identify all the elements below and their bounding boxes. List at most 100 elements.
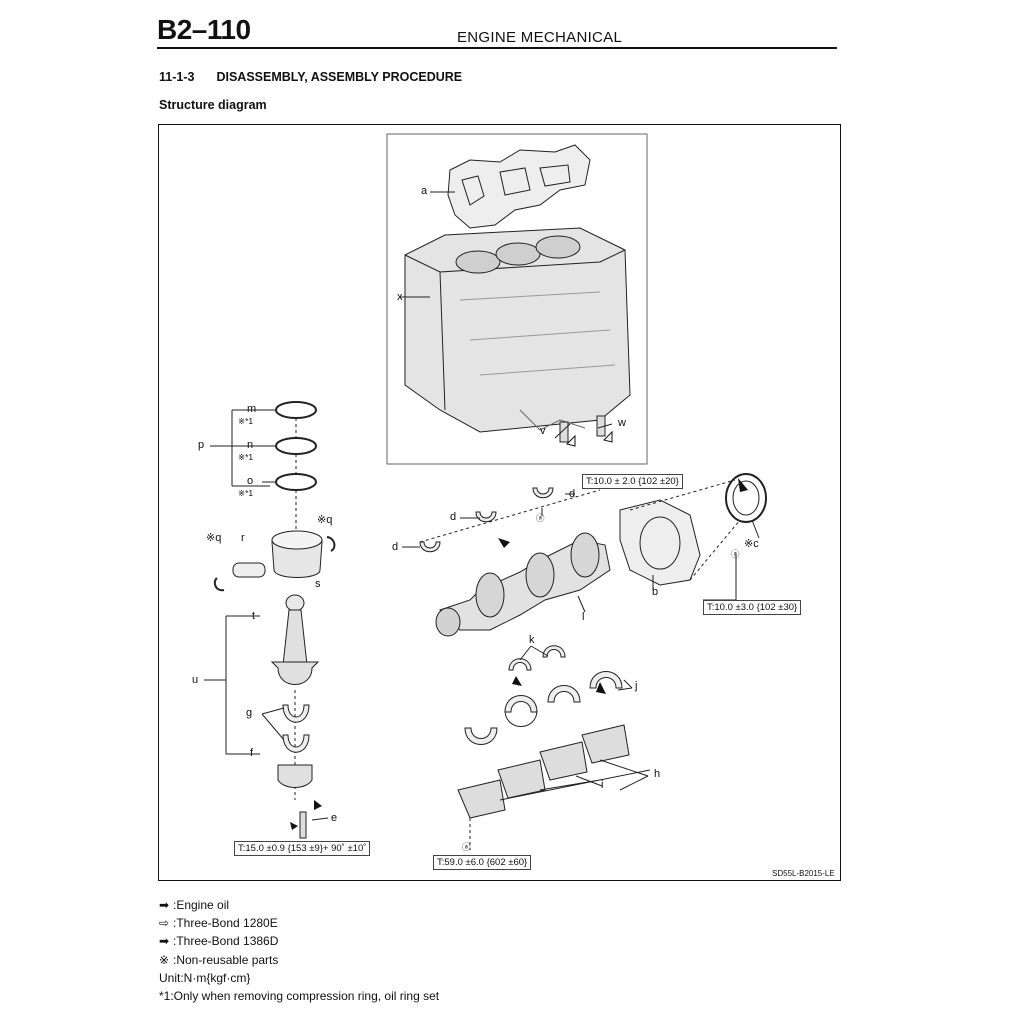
label-l: l — [582, 611, 585, 623]
page-code: B2–110 — [157, 14, 251, 45]
subsection-title: DISASSEMBLY, ASSEMBLY PROCEDURE — [216, 70, 463, 84]
diagram-frame — [158, 124, 841, 881]
label-o: o — [247, 475, 254, 487]
rear-oil-seal-housing — [619, 499, 701, 586]
crankshaft-drawing — [435, 532, 611, 637]
drawing-code: SD55L-B2015-LE — [772, 869, 835, 878]
label-c: c — [753, 538, 759, 550]
subsection-number: 11-1-3 — [159, 70, 195, 84]
snap-ring-left — [213, 577, 225, 592]
lower-block-cap-3 — [539, 741, 588, 781]
cylinder-block-inset — [386, 133, 648, 465]
label-u: u — [192, 674, 199, 686]
label-i: i — [601, 779, 604, 791]
conrod-bearing-upper — [282, 704, 310, 723]
main-bearing-lower1 — [464, 727, 498, 745]
outline-arrow-icon: ⇨ — [159, 916, 170, 931]
legend-engine-oil-text: :Engine oil — [173, 898, 230, 912]
label-c-group: ※c — [744, 539, 759, 550]
label-p: p — [198, 439, 205, 451]
piston-ring-n — [275, 437, 317, 455]
circled-a-mark-1: ⓐ — [536, 513, 545, 523]
label-g: g — [246, 707, 253, 719]
label-f: f — [250, 747, 254, 759]
legend-three-bond-1386d-text: :Three-Bond 1386D — [173, 934, 279, 949]
legend-non-reusable: ※:Non-reusable parts — [159, 951, 439, 969]
label-d-2: d — [450, 511, 457, 523]
reference-mark-icon: ※ — [159, 952, 170, 967]
label-q: q — [326, 514, 333, 526]
thrust-bearing-k1 — [508, 658, 532, 671]
main-bearing-j2 — [589, 671, 623, 689]
piston-drawing — [271, 530, 323, 578]
legend-three-bond-1280e-text: :Three-Bond 1280E — [173, 916, 278, 931]
cylinder-block-drawing — [404, 227, 631, 433]
piston-ring-m — [275, 401, 317, 419]
torque-main-bearing: T:10.0 ± 2.0 {102 ±20} — [582, 474, 683, 489]
main-bearing-j3 — [504, 695, 538, 713]
label-v: v — [540, 425, 546, 437]
connecting-rod-drawing — [270, 594, 320, 685]
note-mark-m: ※*1 — [238, 416, 254, 426]
thrust-bearing-k2 — [542, 645, 566, 658]
lower-block-cap-1 — [457, 779, 506, 819]
legend: ➡:Engine oil ⇨:Three-Bond 1280E ➡:Three-… — [159, 896, 439, 1005]
label-a: a — [421, 185, 428, 197]
lower-block-cap-4 — [581, 724, 630, 764]
legend-engine-oil: ➡:Engine oil — [159, 896, 439, 914]
legend-unit: Unit:N·m{kgf·cm} — [159, 970, 251, 985]
label-q: q — [215, 532, 222, 544]
nonreusable-mark: ※ — [744, 538, 754, 550]
label-t: t — [252, 610, 256, 622]
section-title: ENGINE MECHANICAL — [457, 29, 623, 46]
thrust-washer-d2 — [475, 511, 497, 523]
legend-non-reusable-text: :Non-reusable parts — [173, 952, 279, 967]
circled-a-mark-3: ⓐ — [462, 842, 471, 852]
label-n: n — [247, 439, 254, 451]
thrust-washer-d3 — [532, 487, 554, 499]
three-bond-arrows — [566, 430, 613, 447]
rear-oil-seal — [725, 473, 767, 523]
piston-pin — [232, 562, 266, 578]
diagram-title: Structure diagram — [159, 98, 267, 112]
header-rule — [157, 47, 837, 49]
nonreusable-mark: ※ — [317, 514, 327, 526]
lower-block-cap-2 — [497, 759, 546, 799]
note-mark-n: ※*1 — [238, 452, 254, 462]
solid-arrow-icon: ➡ — [159, 934, 170, 949]
label-x: x — [397, 291, 403, 303]
label-d-1: d — [392, 541, 399, 553]
label-w: w — [618, 417, 626, 429]
nonreusable-mark: ※ — [206, 532, 216, 544]
label-q-left: ※q — [206, 533, 221, 544]
circled-a-mark-2: ⓐ — [731, 549, 740, 559]
legend-three-bond-1386d: ➡:Three-Bond 1386D — [159, 932, 439, 950]
main-bearing-j1 — [547, 685, 581, 703]
label-q-right: ※q — [317, 515, 332, 526]
solid-arrow-icon: ➡ — [159, 898, 170, 912]
snap-ring-right — [326, 536, 336, 552]
legend-note-1: *1:Only when removing compression ring, … — [159, 989, 440, 1004]
label-r: r — [241, 532, 245, 544]
thrust-washer-d1 — [419, 541, 441, 553]
label-s: s — [315, 578, 321, 590]
legend-three-bond-1280e: ⇨:Three-Bond 1280E — [159, 914, 439, 932]
cylinder-head-gasket-drawing — [447, 144, 591, 229]
torque-connecting-rod: T:15.0 ±0.9 {153 ±9}+ 90˚ ±10˚ — [234, 841, 371, 856]
engine-oil-arrows — [290, 478, 748, 830]
label-e: e — [331, 812, 338, 824]
label-j: j — [635, 680, 638, 692]
subsection-heading: 11-1-3 DISASSEMBLY, ASSEMBLY PROCEDURE — [159, 70, 462, 84]
conrod-bearing-lower — [282, 734, 310, 753]
label-b: b — [652, 586, 659, 598]
label-h: h — [654, 768, 661, 780]
label-m: m — [247, 403, 257, 415]
note-mark-o: ※*1 — [238, 488, 254, 498]
oil-ring-o — [275, 473, 317, 491]
conrod-bolt — [299, 811, 307, 839]
label-d-3: d — [569, 488, 576, 500]
torque-lower-block: T:59.0 ±6.0 {602 ±60} — [433, 855, 532, 870]
conrod-cap — [277, 764, 313, 788]
dowel-pin-v — [559, 421, 569, 443]
